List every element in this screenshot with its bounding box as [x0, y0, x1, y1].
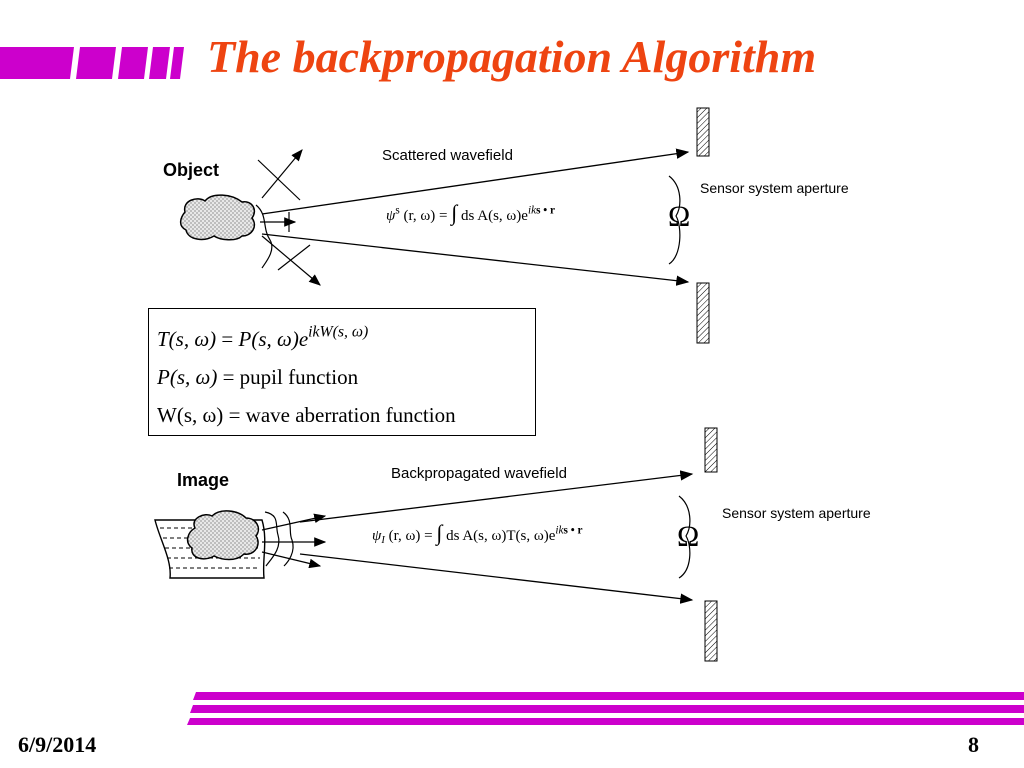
scattered-field-equation: ψs (r, ω) = ∫ ds A(s, ω)eiks • r	[386, 200, 555, 225]
footer-date: 6/9/2014	[18, 732, 97, 757]
omega-symbol-top: Ω	[668, 200, 691, 233]
sensor-aperture-label-bottom: Sensor system aperture	[722, 505, 871, 521]
page-number: 8	[968, 732, 979, 757]
scattered-wavefield-label: Scattered wavefield	[382, 147, 513, 164]
equation-aberration: W(s, ω) = wave aberration function	[157, 403, 456, 427]
sensor-aperture-label-top: Sensor system aperture	[700, 180, 849, 196]
omega-symbol-bottom: Ω	[677, 520, 700, 553]
backpropagated-field-equation: ψI (r, ω) = ∫ ds A(s, ω)T(s, ω)eiks • r	[372, 520, 583, 547]
equation-transfer: T(s, ω) = P(s, ω)eikW(s, ω)	[157, 323, 369, 351]
image-label: Image	[177, 470, 230, 490]
backpropagated-wavefield-label: Backpropagated wavefield	[391, 465, 567, 482]
sensor-plate-top-upper	[696, 107, 710, 157]
title-decoration-bars	[0, 47, 184, 79]
sensor-plate-bottom-lower	[704, 600, 718, 662]
sensor-plate-bottom-upper	[704, 427, 718, 473]
object-shape	[179, 194, 256, 241]
slide-title: The backpropagation Algorithm	[207, 31, 817, 82]
object-label: Object	[163, 160, 220, 180]
equation-box: T(s, ω) = P(s, ω)eikW(s, ω) P(s, ω) = pu…	[148, 308, 536, 436]
equation-pupil: P(s, ω) = pupil function	[157, 365, 359, 389]
footer-decoration-lines	[187, 692, 1024, 725]
sensor-plate-top-lower	[696, 282, 710, 344]
